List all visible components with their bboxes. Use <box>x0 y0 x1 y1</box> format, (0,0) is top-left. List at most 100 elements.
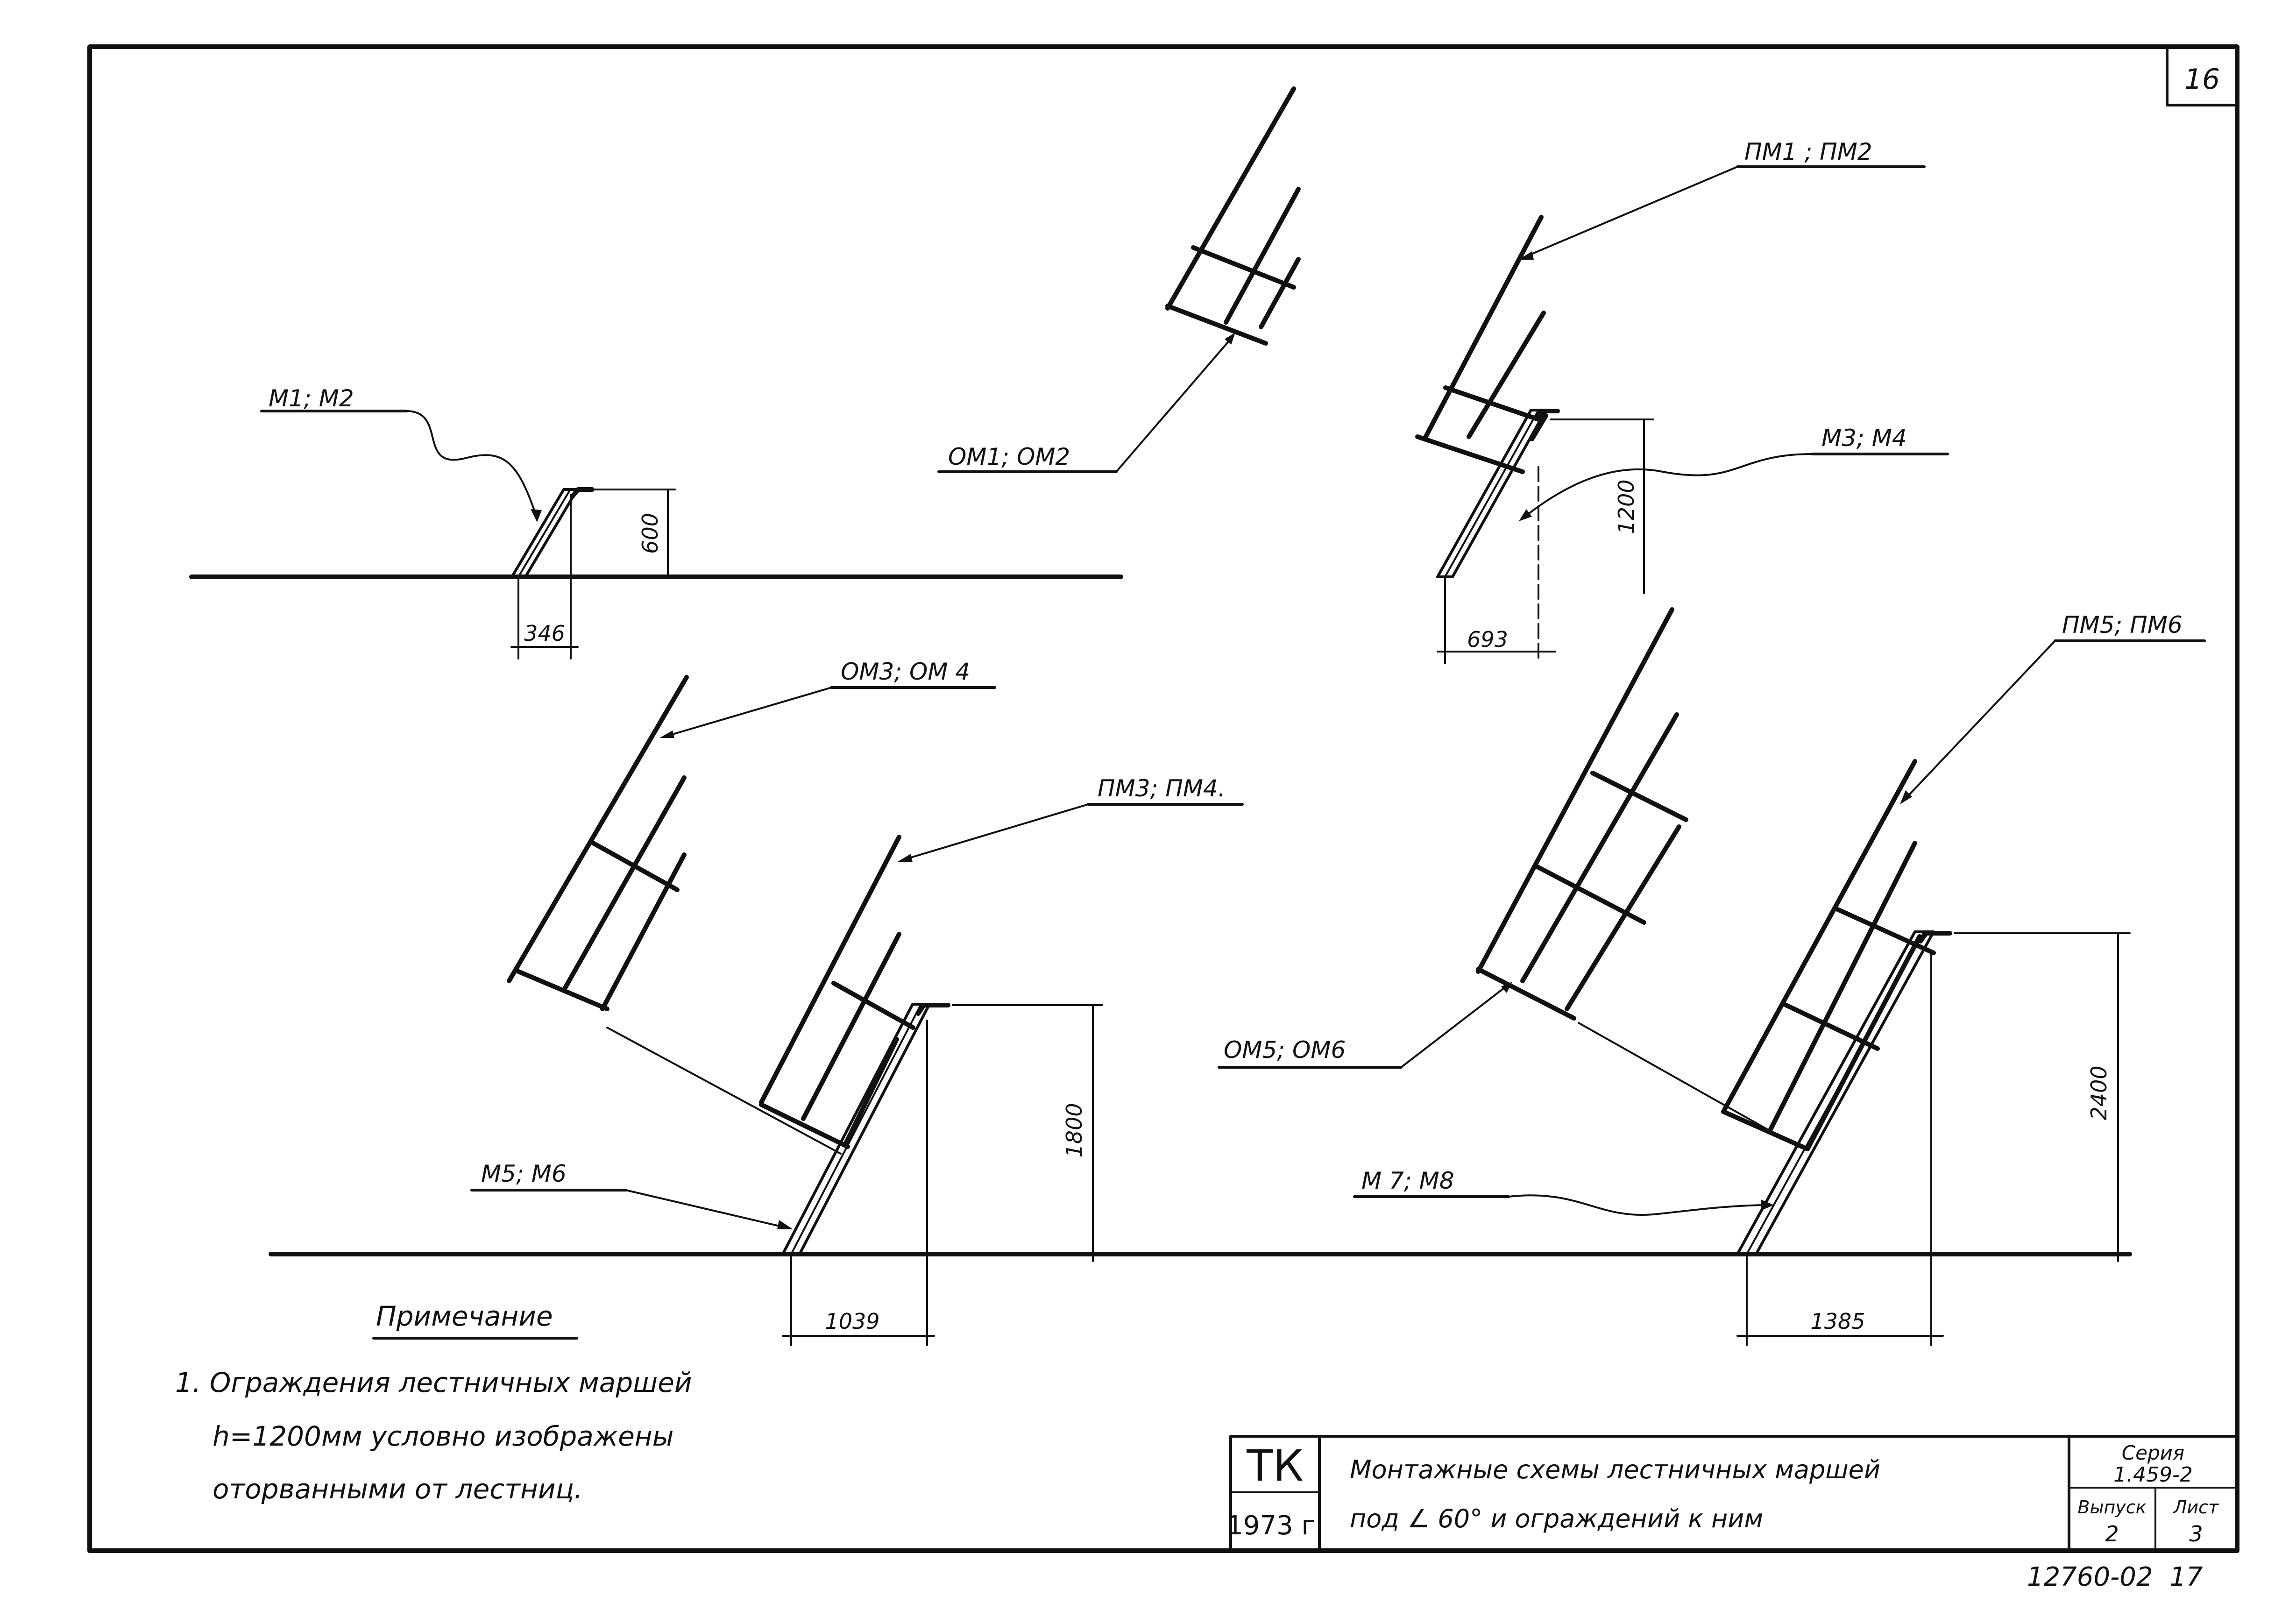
leader-m3-m4 <box>1522 453 1813 519</box>
railing-rail <box>831 981 915 1030</box>
series-label: Серия <box>2122 1441 2184 1464</box>
leader-om5-om6 <box>1400 984 1509 1068</box>
railing-bottom <box>1415 434 1525 474</box>
label-om5-om6: ОМ5; ОМ6 <box>1224 1036 1346 1064</box>
leader-m7-m8 <box>1508 1194 1771 1216</box>
railing-post <box>843 1037 899 1147</box>
leader-pm5-pm6 <box>1902 640 2056 802</box>
railing-rail <box>1590 771 1688 822</box>
railing-post <box>1530 413 1548 441</box>
railing-post <box>1259 257 1301 329</box>
landing-bracket <box>916 1003 950 1016</box>
railing-rail <box>591 841 680 892</box>
label-m3-m4: М3; М4 <box>1821 425 1907 452</box>
railing-bottom <box>516 969 609 1011</box>
dim-1385: 1385 <box>1810 1309 1865 1334</box>
railing-bottom <box>1165 304 1268 346</box>
dim-1200: 1200 <box>1614 479 1639 534</box>
railing-post <box>1565 824 1681 1011</box>
assembly-om1-om2: ОМ1; ОМ2 <box>937 86 1301 473</box>
assembly-m1-m2: 600 346 М1; М2 <box>189 385 1123 660</box>
railing-post <box>600 852 687 1011</box>
assembly-pm1-m3: 1200 693 ПМ1 ; ПМ2 М3; М4 <box>1415 138 1949 664</box>
sheet-value: 3 <box>2189 1521 2203 1546</box>
railing-bottom <box>1721 1109 1810 1151</box>
railing-post <box>801 932 901 1121</box>
label-pm3-pm4: ПМ3; ПМ4. <box>1098 775 1226 802</box>
railing-post <box>1721 759 1917 1114</box>
note-line-1: 1. Ограждения лестничных маршей <box>175 1367 692 1398</box>
note-heading: Примечание <box>376 1300 553 1332</box>
railing-bottom <box>759 1102 850 1149</box>
railing-post <box>1224 187 1301 325</box>
arrowhead <box>1519 509 1532 521</box>
issue-value: 2 <box>2105 1521 2119 1546</box>
sheet-number-box <box>2166 45 2239 106</box>
railing-post <box>1467 311 1546 439</box>
railing-rail <box>1443 385 1544 423</box>
railing-post <box>1768 841 1917 1133</box>
railing-post <box>563 775 687 990</box>
label-m1-m2: М1; М2 <box>269 385 354 412</box>
arrowhead <box>659 731 674 738</box>
dim-600: 600 <box>638 513 663 554</box>
arrowhead <box>1501 982 1512 993</box>
label-om3-om4: ОМ3; ОМ 4 <box>841 658 970 685</box>
title-line-2: под ∠ 60° и ограждений к ним <box>1350 1504 1763 1533</box>
dim-346: 346 <box>524 621 565 646</box>
leader-pm1-pm2 <box>1522 166 1738 259</box>
leader-m5-m6 <box>625 1189 790 1229</box>
arrowhead <box>1761 1199 1774 1211</box>
title-block: ТК 1973 г. Монтажные схемы лестничных ма… <box>1226 1435 2239 1552</box>
org-mark: ТК <box>1246 1441 1304 1491</box>
arrowhead <box>1519 251 1534 260</box>
dim-1039: 1039 <box>825 1309 879 1334</box>
landing-bracket <box>1918 931 1952 943</box>
railing-bottom <box>1476 967 1576 1021</box>
railing-post <box>1520 712 1679 983</box>
dim-693: 693 <box>1467 627 1508 652</box>
stringer-inner <box>517 489 571 578</box>
arrowhead <box>898 854 913 862</box>
railing-rail <box>1191 245 1296 290</box>
sheet-frame <box>87 44 2239 1553</box>
railing-post <box>1476 607 1674 974</box>
dim-1800: 1800 <box>1062 1103 1087 1157</box>
railing-post <box>1165 86 1296 311</box>
title-line-1: Монтажные схемы лестничных маршей <box>1350 1455 1880 1484</box>
landing-bracket <box>570 487 595 498</box>
footer-code: 12760-02 17 <box>2027 1562 2203 1592</box>
issue-label: Выпуск <box>2077 1497 2146 1518</box>
landing-bracket <box>1534 409 1560 420</box>
year: 1973 г. <box>1226 1511 1324 1541</box>
stringer-inner <box>790 1003 922 1255</box>
railing-rail <box>1534 864 1646 925</box>
label-m7-m8: М 7; М8 <box>1361 1167 1454 1194</box>
leader-m1-m2 <box>405 410 538 519</box>
leader-om3-om4 <box>662 687 832 738</box>
arrowhead <box>777 1220 793 1229</box>
dim-2400: 2400 <box>2086 1065 2112 1120</box>
sheet-label: Лист <box>2173 1497 2219 1518</box>
series-value: 1.459-2 <box>2113 1463 2193 1487</box>
leader-om1-om2 <box>1115 335 1234 473</box>
railing-post <box>507 675 689 983</box>
railing-post <box>1422 215 1544 441</box>
railing-rail <box>1782 1002 1880 1051</box>
note-line-2: h=1200мм условно изображены <box>213 1420 674 1452</box>
arrowhead <box>1225 333 1235 345</box>
label-om1-om2: ОМ1; ОМ2 <box>948 443 1070 470</box>
stringer-inner <box>1444 409 1539 578</box>
assembly-pm5-m7: ОМ5; ОМ6 2400 1385 ПМ5; ПМ6 М 7; М8 <box>1218 607 2206 1346</box>
label-pm1-pm2: ПМ1 ; ПМ2 <box>1744 138 1872 165</box>
sheet-number: 16 <box>2184 63 2220 96</box>
railing-post <box>759 835 901 1105</box>
assembly-pm3-m5: ОМ3; ОМ 4 1800 1039 ПМ3; ПМ4. М5; М6 <box>269 658 2132 1346</box>
note-block: Примечание 1. Ограждения лестничных марш… <box>175 1300 692 1505</box>
title-block-frame <box>1229 1435 2239 1552</box>
arrowhead <box>531 509 542 522</box>
leader-om-lower <box>606 1027 842 1155</box>
arrowhead <box>1900 790 1912 804</box>
stringer-inner <box>1746 931 1925 1255</box>
